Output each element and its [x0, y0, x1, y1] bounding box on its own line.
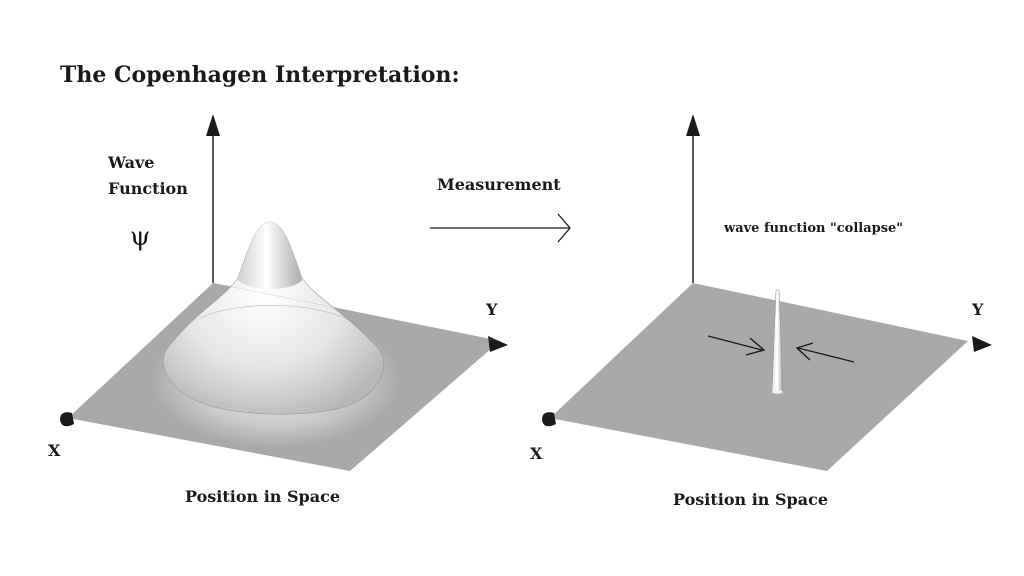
left-x-arrowhead: [60, 412, 74, 427]
wave-function-surface: [162, 221, 385, 415]
right-x-axis-label: X: [530, 444, 543, 463]
collapsed-wave-spike-base: [772, 390, 783, 394]
measurement-transition: Measurement: [430, 175, 571, 243]
left-caption: Position in Space: [185, 487, 340, 506]
right-vertical-arrowhead: [686, 114, 700, 136]
converge-arrow-left-shaft: [707, 335, 763, 351]
right-panel: wave function "collapse" Y X Position in…: [530, 114, 992, 509]
left-vertical-arrowhead: [206, 114, 220, 136]
converge-arrow-right-shaft: [797, 347, 855, 363]
right-caption: Position in Space: [673, 490, 828, 509]
left-y-arrowhead: [488, 336, 508, 352]
wave-function-peak: [238, 222, 302, 289]
left-panel: Wave Function ψ Y X Position in Space: [48, 114, 508, 506]
left-y-axis-label: Y: [485, 300, 498, 319]
converge-arrow-right-head: [795, 342, 814, 361]
left-x-axis-label: X: [48, 441, 61, 460]
right-y-axis-label: Y: [971, 300, 984, 319]
psi-symbol: ψ: [130, 222, 150, 252]
collapse-label: wave function "collapse": [723, 221, 903, 236]
wave-contour-line: [212, 282, 501, 342]
wave-function-label-line2: Function: [108, 179, 188, 198]
measurement-label: Measurement: [437, 175, 561, 194]
right-x-arrowhead: [542, 412, 556, 427]
page-title: The Copenhagen Interpretation:: [60, 62, 460, 88]
converge-arrow-left-head: [745, 337, 766, 356]
measurement-arrow-head: [557, 213, 571, 243]
wave-contour-line: [199, 305, 361, 327]
right-position-plane: [550, 283, 968, 471]
right-y-arrowhead: [972, 336, 992, 352]
wave-function-label-line1: Wave: [107, 153, 154, 172]
